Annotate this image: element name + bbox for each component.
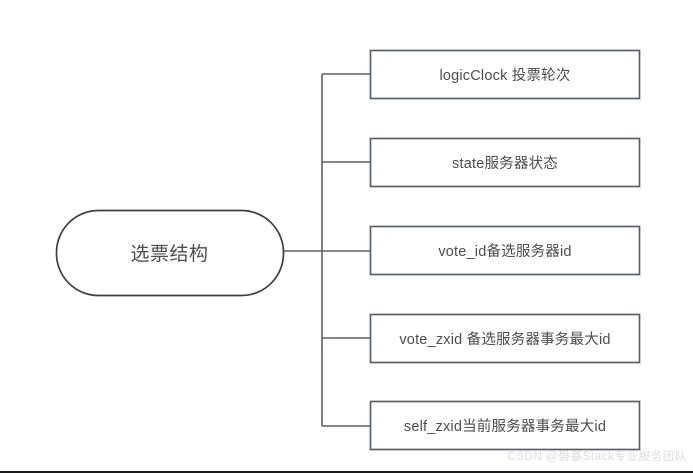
branch-box-1[interactable] — [369, 49, 641, 100]
branch-box-3[interactable] — [369, 225, 641, 276]
branch-box-2[interactable] — [369, 137, 641, 188]
branch-boxes — [369, 49, 641, 451]
root-node-shape[interactable] — [55, 209, 285, 297]
watermark-text: CSDN @磐基Stack专业服务团队 — [507, 451, 687, 463]
branch-box-4[interactable] — [369, 313, 641, 364]
branch-box-5[interactable] — [369, 400, 641, 451]
connector-lines — [283, 73, 370, 427]
